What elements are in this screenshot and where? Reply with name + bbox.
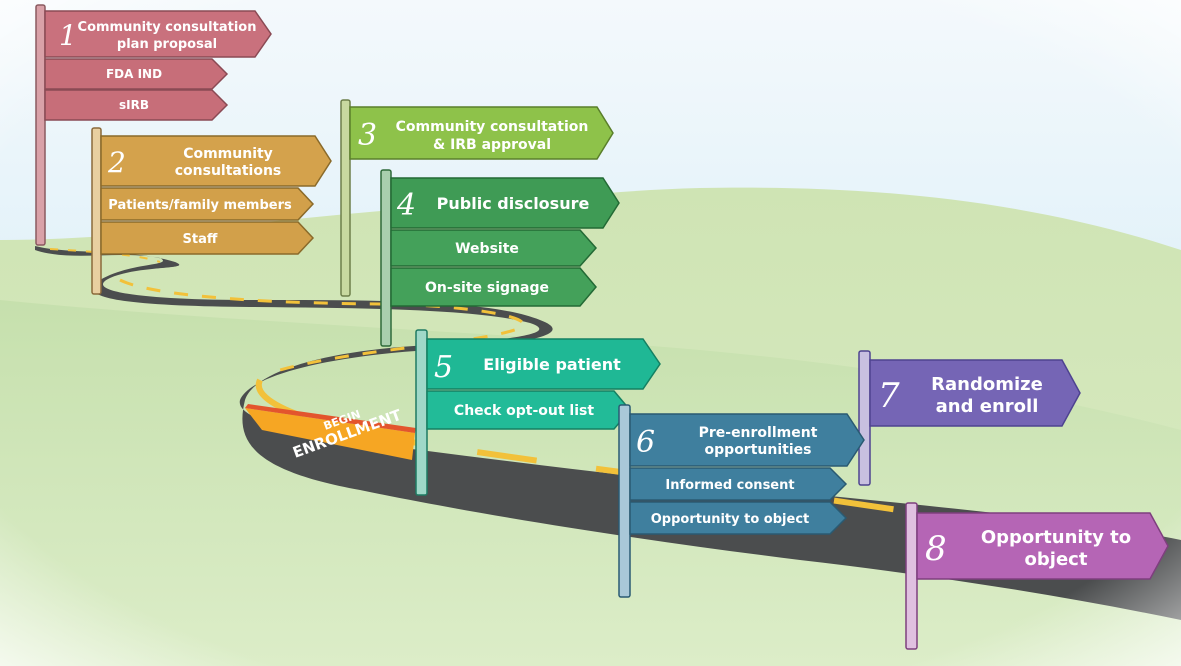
step-4-title: Public disclosure (437, 194, 590, 213)
step-7-title-line-2: and enroll (936, 396, 1039, 417)
step-4-sub-sign-2 (390, 267, 597, 307)
step-3-title-line-2: & IRB approval (433, 137, 551, 153)
post-8 (905, 502, 918, 650)
signpost-step-6: 6 Pre-enrollment opportunities Informed … (618, 404, 865, 598)
step-8-title-line-1: Opportunity to (981, 527, 1131, 548)
step-1-title-line-1: Community consultation (78, 20, 257, 35)
signpost-step-7: 7 Randomize and enroll (858, 350, 1081, 486)
step-4-sub-2: On-site signage (425, 280, 549, 296)
step-4-main-sign (390, 177, 620, 229)
step-1-sub-sign-1 (44, 58, 229, 90)
step-8-title-line-2: object (1025, 549, 1088, 570)
signpost-step-4: 4 Public disclosure Website On-site sign… (380, 169, 620, 347)
step-6-sub-1: Informed consent (665, 478, 794, 493)
step-2-sub-sign-2 (100, 221, 315, 255)
step-1-sub-2: sIRB (119, 98, 149, 112)
step-7-title-line-1: Randomize (931, 374, 1043, 395)
step-5-main-sign (426, 338, 661, 390)
step-1-title-line-2: plan proposal (117, 37, 217, 52)
post-3 (340, 99, 351, 297)
step-8-number: 8 (925, 529, 947, 569)
signpost-step-3: 3 Community consultation & IRB approval (340, 99, 614, 297)
step-1-main-sign (44, 10, 272, 58)
post-2 (91, 127, 102, 295)
step-7-number: 7 (878, 376, 900, 416)
signpost-step-2: 2 Community consultations Patients/famil… (91, 127, 332, 295)
step-1-sub-sign-2 (44, 89, 229, 121)
step-2-sub-sign-1 (100, 187, 315, 221)
step-6-title-line-1: Pre-enrollment (699, 425, 818, 441)
step-3-number: 3 (358, 118, 377, 153)
signpost-step-8: 8 Opportunity to object (905, 502, 1169, 650)
post-1 (35, 4, 46, 246)
step-6-sub-sign-2 (629, 501, 848, 535)
step-6-sub-sign-1 (629, 467, 848, 501)
step-6-title-line-2: opportunities (705, 442, 812, 458)
signpost-step-1: 1 Community consultation plan proposal F… (35, 4, 272, 246)
step-6-main-sign (629, 413, 865, 467)
step-2-title-line-1: Community (183, 146, 273, 162)
step-5-sub-1: Check opt-out list (454, 403, 594, 419)
step-3-title-line-1: Community consultation (396, 119, 589, 135)
step-7-main-sign (869, 359, 1081, 427)
step-2-title-line-2: consultations (175, 163, 282, 179)
step-6-sub-2: Opportunity to object (651, 512, 810, 527)
step-2-main-sign (100, 135, 332, 187)
step-6-number: 6 (636, 425, 655, 460)
step-4-sub-sign-1 (390, 229, 598, 267)
post-6 (618, 404, 631, 598)
step-2-sub-1: Patients/family members (108, 198, 292, 213)
step-3-main-sign (349, 106, 614, 160)
post-7 (858, 350, 871, 486)
post-4 (380, 169, 392, 347)
step-1-number: 1 (59, 19, 77, 52)
step-8-main-sign (916, 512, 1169, 580)
signpost-step-5: 5 Eligible patient Check opt-out list (415, 329, 661, 496)
post-5 (415, 329, 428, 496)
step-2-number: 2 (107, 146, 126, 179)
step-4-number: 4 (396, 188, 416, 223)
step-1-sub-1: FDA IND (106, 67, 162, 81)
step-5-number: 5 (434, 350, 453, 385)
step-5-title: Eligible patient (483, 355, 621, 374)
step-4-sub-1: Website (455, 241, 519, 257)
step-2-sub-2: Staff (183, 232, 218, 247)
